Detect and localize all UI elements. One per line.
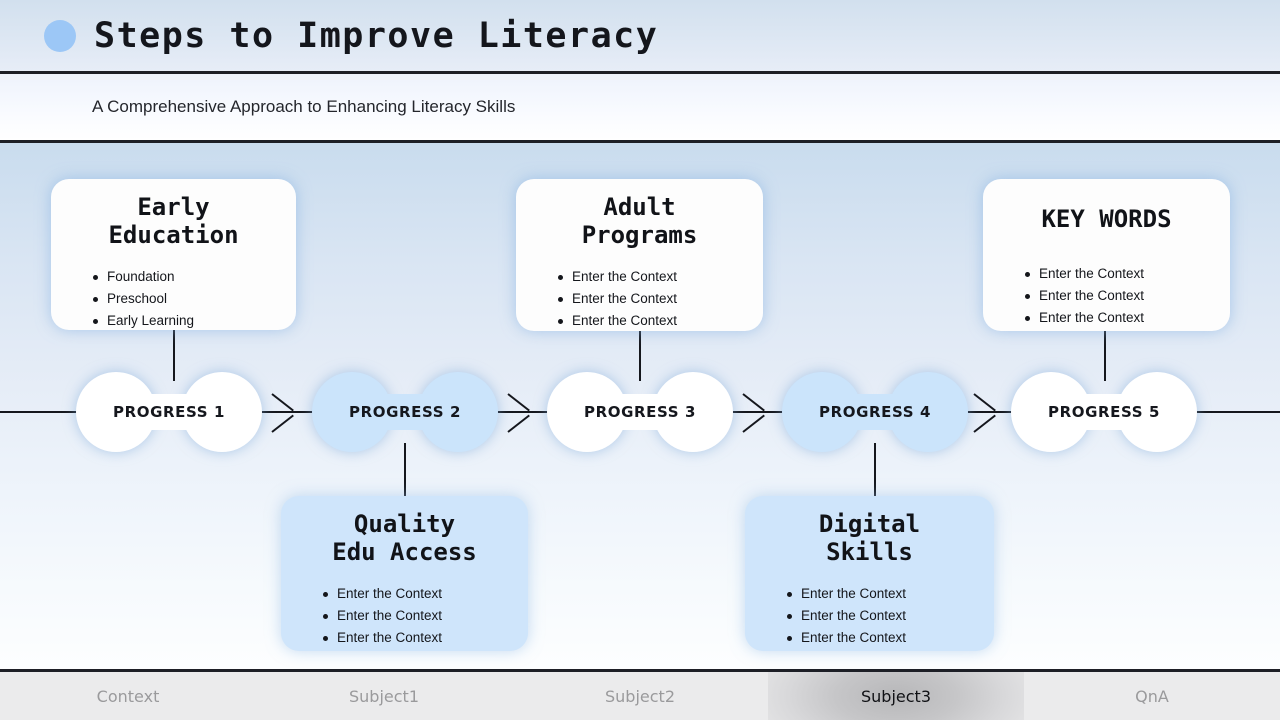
header-divider bbox=[0, 71, 1280, 74]
list-item: Enter the Context bbox=[558, 288, 747, 310]
card-title: Digital Skills bbox=[818, 510, 921, 567]
arrow-icon-1 bbox=[272, 393, 298, 431]
card-digital-skills[interactable]: Digital Skills Enter the Context Enter t… bbox=[745, 496, 994, 651]
diagram-canvas: PROGRESS 1 PROGRESS 2 PROGRESS 3 PROGRES… bbox=[0, 143, 1280, 672]
node-bridge bbox=[1073, 394, 1135, 430]
list-item: Enter the Context bbox=[787, 583, 978, 605]
list-item: Enter the Context bbox=[787, 627, 978, 649]
list-item: Preschool bbox=[93, 288, 280, 310]
card-bullet-list: Enter the Context Enter the Context Ente… bbox=[999, 263, 1214, 329]
list-item: Enter the Context bbox=[323, 627, 512, 649]
flow-node-label: PROGRESS 2 bbox=[349, 403, 461, 421]
flow-node-3[interactable]: PROGRESS 3 bbox=[547, 372, 733, 452]
flow-node-2[interactable]: PROGRESS 2 bbox=[312, 372, 498, 452]
list-item: Enter the Context bbox=[323, 583, 512, 605]
flow-node-label: PROGRESS 1 bbox=[113, 403, 225, 421]
page-subtitle: A Comprehensive Approach to Enhancing Li… bbox=[92, 97, 516, 116]
list-item: Early Learning bbox=[93, 310, 280, 332]
node-bridge bbox=[374, 394, 436, 430]
card-bullet-list: Foundation Preschool Early Learning bbox=[67, 266, 280, 332]
list-item: Foundation bbox=[93, 266, 280, 288]
card-quality-edu-access[interactable]: Quality Edu Access Enter the Context Ent… bbox=[281, 496, 528, 651]
subtitle-band: A Comprehensive Approach to Enhancing Li… bbox=[0, 74, 1280, 140]
node-bridge bbox=[609, 394, 671, 430]
arrow-icon-4 bbox=[974, 393, 1000, 431]
node-bridge bbox=[844, 394, 906, 430]
footer-tab-qna[interactable]: QnA bbox=[1024, 672, 1280, 720]
page-title: Steps to Improve Literacy bbox=[94, 15, 659, 56]
arrow-icon-2 bbox=[508, 393, 534, 431]
list-item: Enter the Context bbox=[1025, 307, 1214, 329]
arrow-icon-3 bbox=[743, 393, 769, 431]
flow-node-5[interactable]: PROGRESS 5 bbox=[1011, 372, 1197, 452]
card-adult-programs[interactable]: Adult Programs Enter the Context Enter t… bbox=[516, 179, 763, 331]
connector-stem-5 bbox=[1104, 331, 1106, 381]
card-title: Adult Programs bbox=[581, 193, 698, 250]
list-item: Enter the Context bbox=[1025, 263, 1214, 285]
flow-node-label: PROGRESS 4 bbox=[819, 403, 931, 421]
canvas-bottom-divider bbox=[0, 669, 1280, 672]
connector-stem-3 bbox=[639, 329, 641, 381]
connector-stem-1 bbox=[173, 328, 175, 381]
card-bullet-list: Enter the Context Enter the Context Ente… bbox=[532, 266, 747, 332]
footer-tab-context[interactable]: Context bbox=[0, 672, 256, 720]
flow-node-label: PROGRESS 3 bbox=[584, 403, 696, 421]
footer-tab-subject2[interactable]: Subject2 bbox=[512, 672, 768, 720]
card-title: KEY WORDS bbox=[1041, 205, 1172, 233]
flow-node-4[interactable]: PROGRESS 4 bbox=[782, 372, 968, 452]
accent-dot-icon bbox=[44, 19, 76, 52]
subtitle-divider bbox=[0, 140, 1280, 143]
node-bridge bbox=[138, 394, 200, 430]
flow-node-label: PROGRESS 5 bbox=[1048, 403, 1160, 421]
list-item: Enter the Context bbox=[323, 605, 512, 627]
card-bullet-list: Enter the Context Enter the Context Ente… bbox=[297, 583, 512, 649]
list-item: Enter the Context bbox=[558, 310, 747, 332]
footer-tab-subject3[interactable]: Subject3 bbox=[768, 672, 1024, 720]
card-early-education[interactable]: Early Education Foundation Preschool Ear… bbox=[51, 179, 296, 330]
card-title: Quality Edu Access bbox=[332, 510, 477, 567]
list-item: Enter the Context bbox=[787, 605, 978, 627]
list-item: Enter the Context bbox=[558, 266, 747, 288]
footer-tabbar: Context Subject1 Subject2 Subject3 QnA bbox=[0, 672, 1280, 720]
list-item: Enter the Context bbox=[1025, 285, 1214, 307]
card-title: Early Education bbox=[108, 193, 239, 250]
footer-tab-subject1[interactable]: Subject1 bbox=[256, 672, 512, 720]
card-key-words[interactable]: KEY WORDS Enter the Context Enter the Co… bbox=[983, 179, 1230, 331]
flow-node-1[interactable]: PROGRESS 1 bbox=[76, 372, 262, 452]
page-header: Steps to Improve Literacy bbox=[0, 0, 1280, 71]
card-bullet-list: Enter the Context Enter the Context Ente… bbox=[761, 583, 978, 649]
